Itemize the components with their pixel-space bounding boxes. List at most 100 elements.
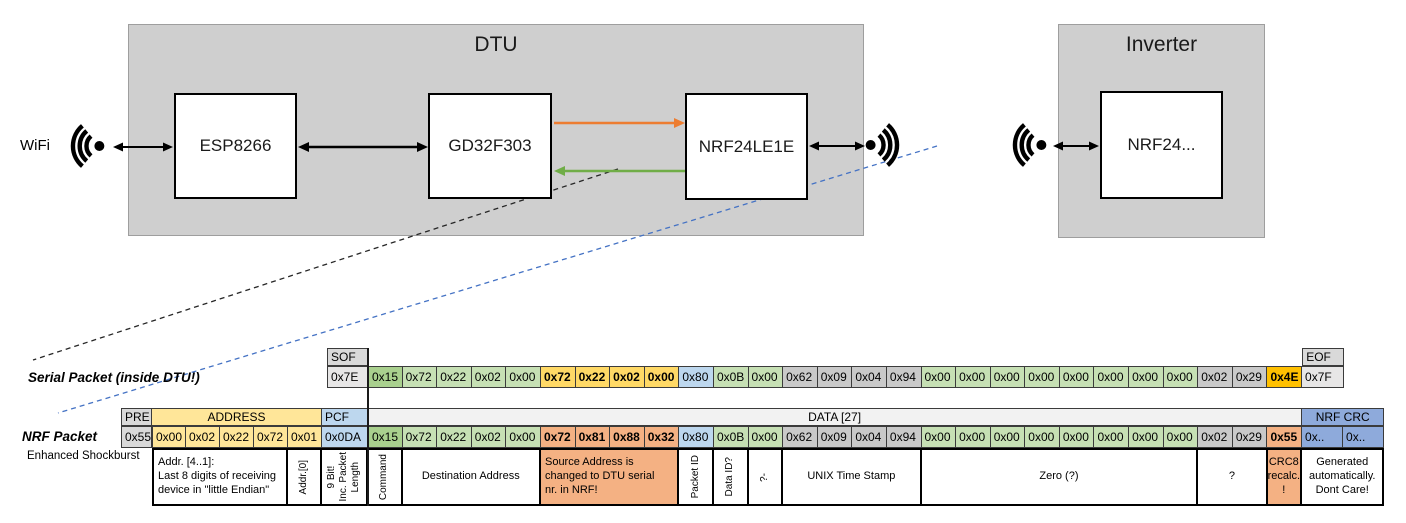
byte-cell: 0x00 — [921, 366, 957, 388]
byte-cell: 0x00 — [921, 426, 957, 448]
pcf-value: 0x0DA — [322, 426, 368, 448]
byte-cell: 0x00 — [1094, 426, 1130, 448]
byte-cell: 0x09 — [817, 366, 853, 388]
byte-cell: 0x02 — [1198, 426, 1233, 448]
sof-header: SOF — [327, 348, 368, 366]
component-box-inverter-nrf24: NRF24... — [1100, 91, 1223, 199]
eof-value: 0x7F — [1302, 366, 1345, 388]
byte-cell: 0x00 — [506, 366, 541, 388]
byte-cell: 0x94 — [886, 366, 922, 388]
byte-cell: 0x02 — [471, 426, 507, 448]
inverter-title: Inverter — [1125, 33, 1198, 56]
pre-value: 0x55 — [121, 426, 152, 448]
sof-value: 0x7E — [327, 366, 368, 388]
address-header: ADDRESS — [152, 408, 322, 426]
enhanced-shockburst-label: Enhanced Shockburst — [27, 450, 140, 462]
byte-cell: 0x29 — [1232, 366, 1268, 388]
address-byte-cell: 0x01 — [288, 426, 322, 448]
component-box-nrf24le1e: NRF24LE1E — [685, 93, 808, 200]
annotation-question: ? — [1198, 448, 1268, 506]
byte-cell: 0x02 — [610, 366, 645, 388]
byte-cell: 0x02 — [1198, 366, 1233, 388]
byte-cell: 0x80 — [679, 366, 714, 388]
pcf-header: PCF — [322, 408, 368, 426]
data-header: DATA [27] — [368, 408, 1303, 426]
inverter-zone: Inverter — [1058, 24, 1265, 238]
byte-cell: 0x32 — [644, 426, 680, 448]
address-byte-cell: 0x72 — [254, 426, 288, 448]
annotation-row: Addr. [4..1]: Last 8 digits of receiving… — [152, 448, 1385, 506]
byte-cell: 0x80 — [679, 426, 714, 448]
byte-cell: 0x00 — [956, 426, 991, 448]
crc-byte-cell: 0x.. — [1343, 426, 1385, 448]
byte-cell: 0x00 — [990, 426, 1026, 448]
byte-cell: 0x00 — [1025, 426, 1060, 448]
byte-cell: 0x72 — [540, 426, 576, 448]
gd32f303-label: GD32F303 — [448, 136, 532, 155]
byte-cell: 0x81 — [575, 426, 611, 448]
nrf-crc-header: NRF CRC — [1302, 408, 1385, 426]
byte-cell: 0x29 — [1232, 426, 1268, 448]
byte-cell: 0x04 — [852, 366, 887, 388]
byte-cell: 0x0B — [713, 366, 749, 388]
byte-cell: 0x88 — [610, 426, 645, 448]
wifi-icon — [1012, 123, 1047, 167]
annotation-generated-crc: Generated automatically. Dont Care! — [1302, 448, 1385, 506]
byte-cell: 0x00 — [644, 366, 680, 388]
inverter-nrf24-label: NRF24... — [1127, 135, 1196, 154]
byte-cell: 0x55 — [1267, 426, 1303, 448]
byte-cell: 0x00 — [1059, 426, 1095, 448]
component-box-gd32f303: GD32F303 — [428, 93, 552, 199]
byte-cell: 0x00 — [506, 426, 541, 448]
annotation-crc8: CRC8 recalc. ! — [1267, 448, 1303, 506]
wifi-icon — [865, 123, 900, 167]
byte-cell: 0x00 — [1163, 366, 1199, 388]
nrf24le1e-label: NRF24LE1E — [698, 136, 795, 156]
annotation-addr0: Addr.[0] — [288, 448, 322, 506]
annotation-source-address: Source Address is changed to DTU serial … — [540, 448, 680, 506]
byte-cell: 0x4E — [1267, 366, 1303, 388]
annotation-zero: Zero (?) — [921, 448, 1199, 506]
byte-cell: 0x00 — [748, 426, 784, 448]
byte-cell: 0x00 — [1163, 426, 1199, 448]
byte-cell: 0x72 — [402, 366, 438, 388]
byte-cell: 0x62 — [783, 366, 818, 388]
serial-packet-label: Serial Packet (inside DTU!) — [28, 370, 200, 385]
byte-cell: 0x22 — [437, 426, 472, 448]
byte-cell: 0x22 — [437, 366, 472, 388]
annotation-address: Addr. [4..1]: Last 8 digits of receiving… — [152, 448, 288, 506]
eof-header: EOF — [1302, 348, 1345, 366]
component-box-esp8266: ESP8266 — [174, 93, 297, 199]
nrf-packet-label: NRF Packet — [22, 429, 98, 444]
serial-header-spacer — [368, 348, 1302, 366]
byte-cell: 0x62 — [783, 426, 818, 448]
table-column-divider — [366, 348, 369, 506]
byte-cell: 0x00 — [1094, 366, 1130, 388]
byte-cell: 0x00 — [1025, 366, 1060, 388]
byte-cell: 0x00 — [1129, 426, 1164, 448]
byte-cell: 0x00 — [990, 366, 1026, 388]
annotation-unix-time-stamp: UNIX Time Stamp — [783, 448, 922, 506]
byte-cell: 0x00 — [956, 366, 991, 388]
annotation-packet-id: Packet ID — [679, 448, 714, 506]
annotation-data-id: Data ID? — [713, 448, 749, 506]
pre-header: PRE — [121, 408, 152, 426]
byte-cell: 0x04 — [852, 426, 887, 448]
annotation-unknown-byte: ?- — [748, 448, 784, 506]
address-byte-cell: 0x00 — [152, 426, 186, 448]
annotation-destination-address: Destination Address — [402, 448, 541, 506]
wifi-label: WiFi — [20, 137, 50, 154]
byte-cell: 0x02 — [471, 366, 507, 388]
byte-cell: 0x00 — [1129, 366, 1164, 388]
byte-cell: 0x00 — [1059, 366, 1095, 388]
byte-cell: 0x15 — [368, 426, 403, 448]
dtu-title: DTU — [474, 33, 518, 56]
byte-cell: 0x0B — [713, 426, 749, 448]
address-byte-cell: 0x02 — [186, 426, 220, 448]
byte-cell: 0x00 — [748, 366, 784, 388]
nrf-packet-table: PRE ADDRESS PCF DATA [27] NRF CRC 0x55 0… — [121, 408, 1385, 506]
